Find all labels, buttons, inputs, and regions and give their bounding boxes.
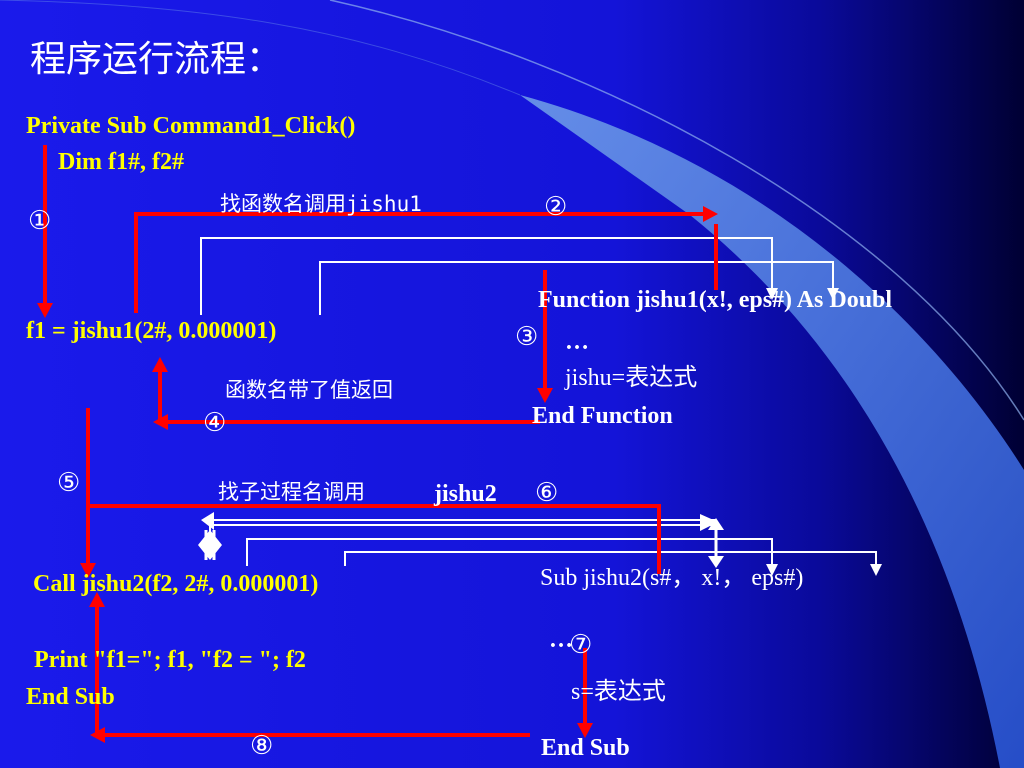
step-7-marker: ⑦ (569, 630, 593, 660)
page-title: 程序运行流程： (30, 39, 283, 80)
code-line-sub-header: Private Sub Command1_Click() (26, 113, 356, 139)
function-header: Function jishu1(x!, eps#) As Doubl (538, 287, 893, 313)
sub-end: End Sub (541, 735, 630, 761)
step-6-marker: ⑥ (535, 478, 559, 508)
step-3-marker: ③ (515, 322, 539, 352)
annotation-call-sub: 找子过程名调用 (218, 480, 365, 504)
code-line-end-sub: End Sub (26, 684, 115, 710)
param-arrow-eps-2 (344, 551, 877, 566)
function-assign: jishu=表达式 (565, 365, 698, 391)
step-4-marker: ④ (203, 408, 227, 438)
step-2-marker: ② (544, 192, 568, 222)
function-ellipsis: … (565, 329, 589, 355)
function-end: End Function (532, 403, 673, 429)
param-arrow-2 (200, 237, 773, 315)
annotation-return-value: 函数名带了值返回 (225, 378, 393, 402)
annotation-call-function: 找函数名调用jishu1 (220, 192, 422, 216)
sub-ellipsis: … (549, 627, 573, 653)
background-swoosh (520, 95, 1024, 768)
flow-step-6 (88, 504, 661, 574)
step-1-marker: ① (28, 206, 52, 236)
step-5-marker: ⑤ (57, 468, 81, 498)
flow-step-2 (134, 212, 705, 313)
sub-assign: s=表达式 (571, 679, 666, 705)
code-line-print: Print "f1="; f1, "f2 = "; f2 (34, 647, 306, 673)
code-line-call-function: f1 = jishu1(2#, 0.000001) (26, 318, 277, 344)
step-8-marker: ⑧ (250, 731, 274, 761)
code-line-dim: Dim f1#, f2# (58, 149, 184, 175)
sub-header: Sub jishu2(s#， x!， eps#) (540, 565, 804, 591)
annotation-call-sub-name: jishu2 (434, 481, 497, 507)
param-arrow-eps-1 (319, 261, 834, 315)
code-line-call-sub: Call jishu2(f2, 2#, 0.000001) (33, 571, 319, 597)
